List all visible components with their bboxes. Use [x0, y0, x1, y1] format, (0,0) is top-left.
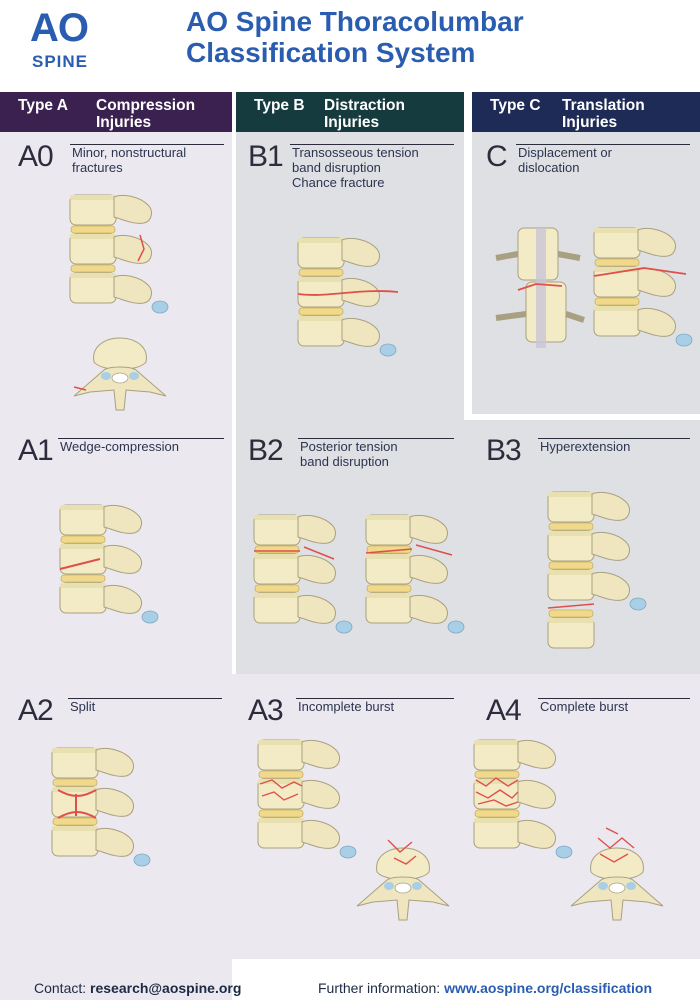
subtype-c-code: C	[486, 140, 508, 173]
subtype-a3-desc: Incomplete burst	[298, 699, 395, 714]
page-title-line2: Classification System	[186, 37, 476, 68]
a4-complete-burst-lateral	[474, 740, 594, 890]
type-a-code: Type A	[18, 97, 68, 114]
subtype-a3-code: A3	[248, 694, 284, 727]
a0-axial-illustration	[73, 337, 167, 411]
footer-contact: Contact: research@aospine.org	[34, 980, 241, 996]
a0-lateral-illustration	[70, 195, 170, 315]
logo-spine-text: SPINE	[32, 52, 89, 71]
subtype-b3-code: B3	[486, 434, 522, 467]
subtype-a4-code: A4	[486, 694, 522, 727]
footer-contact-email[interactable]: research@aospine.org	[90, 980, 242, 996]
aospine-logo: AO SPINE	[30, 6, 110, 71]
footer-info-label: Further information:	[318, 980, 441, 996]
subtype-a1-code: A1	[18, 434, 54, 467]
logo-ao-text: AO	[30, 6, 89, 50]
a2-split-illustration	[52, 748, 162, 888]
footer-contact-label: Contact:	[34, 980, 87, 996]
b3-hyperextension-illustration	[547, 492, 658, 649]
page-title: AO Spine Thoracolumbar Classification Sy…	[186, 6, 524, 68]
b1-chance-fracture-illustration	[298, 238, 399, 368]
type-b-code: Type B	[254, 97, 305, 114]
a4-complete-burst-axial	[570, 827, 664, 921]
subtype-a2-desc: Split	[70, 699, 96, 714]
type-c-code: Type C	[490, 97, 541, 114]
b2-illustration-right	[366, 515, 466, 640]
subtype-a1-desc: Wedge-compression	[60, 439, 179, 454]
a3-incomplete-burst-lateral	[258, 740, 378, 890]
subtype-a0-code: A0	[18, 140, 54, 173]
page-title-line1: AO Spine Thoracolumbar	[186, 6, 524, 37]
subtype-b3-desc: Hyperextension	[540, 439, 631, 454]
subtype-a2-code: A2	[18, 694, 54, 727]
footer-info: Further information: www.aospine.org/cla…	[318, 980, 652, 996]
a1-wedge-compression-illustration	[60, 505, 170, 635]
b2-illustration-left	[254, 515, 354, 640]
c-dislocation-illustration-lateral	[594, 228, 694, 363]
a3-incomplete-burst-axial	[356, 839, 450, 921]
subtype-b1-code: B1	[248, 140, 284, 173]
footer-info-link[interactable]: www.aospine.org/classification	[444, 980, 653, 996]
subtype-a4-desc: Complete burst	[540, 699, 629, 714]
subtype-b2-code: B2	[248, 434, 284, 467]
c-dislocation-illustration-front	[495, 227, 585, 348]
